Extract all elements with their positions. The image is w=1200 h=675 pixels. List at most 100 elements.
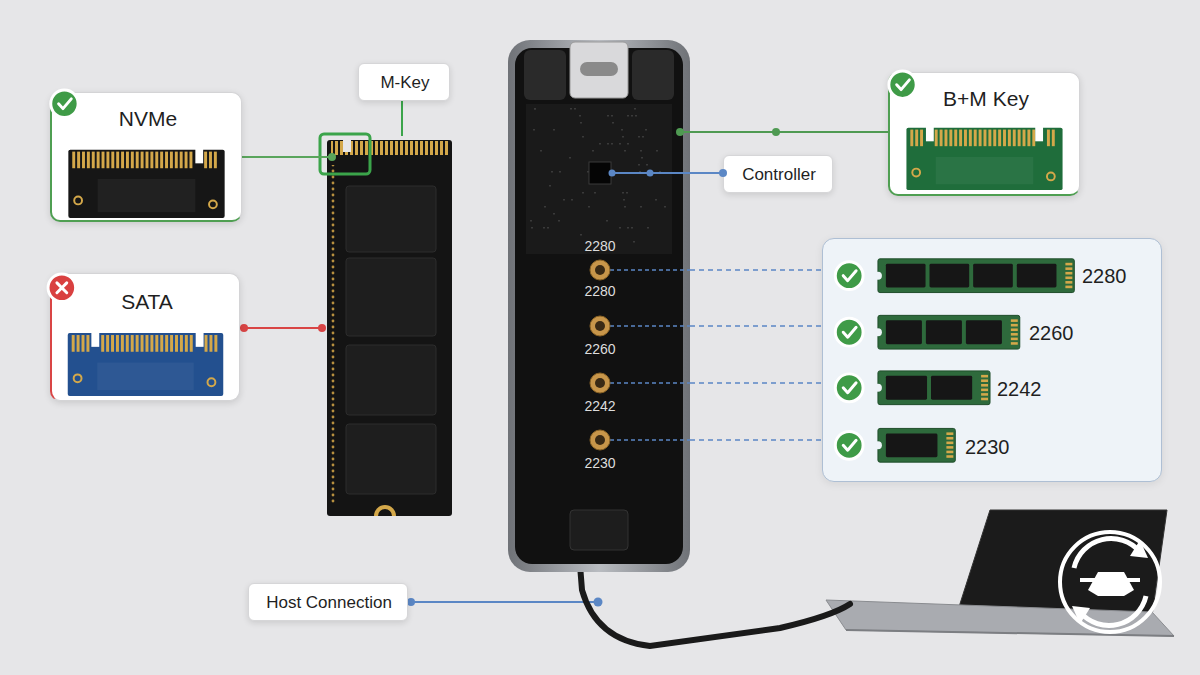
gold-fingers-part [959, 130, 962, 147]
ssd-thumbnail-part [886, 376, 927, 400]
gold-fingers-part [170, 152, 173, 169]
standoff [590, 260, 610, 280]
smd-part [619, 143, 621, 145]
leader-line [240, 327, 322, 329]
leader-dot [594, 598, 603, 607]
smd-part [646, 164, 648, 166]
gold-fingers-part [189, 152, 192, 169]
gold-fingers-part [165, 152, 168, 169]
gold-fingers-part [102, 152, 105, 169]
standoff-hole [595, 321, 605, 331]
connector [690, 382, 822, 384]
smd-part [551, 171, 553, 173]
smd-part [594, 192, 596, 194]
leader-line [408, 601, 598, 603]
ssd-thumbnail-part [946, 442, 953, 445]
smd-part [553, 213, 555, 215]
gold-fingers-part [116, 335, 119, 352]
callout-box: Controller [723, 155, 833, 193]
key-notch [343, 139, 351, 152]
gold-fingers-part [964, 130, 967, 147]
check-badge [51, 90, 78, 117]
smd-part [631, 227, 633, 229]
gold-fingers-part [1032, 130, 1035, 147]
ssd-board-part [68, 333, 224, 396]
ssd-thumbnail-part [886, 320, 922, 344]
gold-fingers-part [204, 152, 207, 169]
leader-dot [609, 170, 616, 177]
gold-fingers-part [993, 130, 996, 147]
connector-dot [772, 128, 780, 136]
smd-part [543, 227, 545, 229]
ssd-thumbnail [874, 428, 955, 462]
gold-fingers-part [1018, 130, 1021, 147]
size-marking: 2280 [570, 283, 630, 299]
ssd-board [327, 140, 452, 516]
check-badge-part [835, 431, 863, 459]
ssd-thumbnail-part [878, 315, 1020, 349]
leader-line [610, 269, 690, 271]
ssd-board-part [906, 128, 1062, 190]
ssd-thumbnail-part [1065, 272, 1072, 275]
ssd-thumbnail-part [946, 437, 953, 440]
ssd-thumbnail-part [1065, 263, 1072, 266]
ssd-thumbnail-part [886, 433, 938, 457]
nand-chip [346, 186, 436, 252]
gold-fingers-part [205, 335, 208, 352]
latch-block [524, 50, 566, 100]
gold-fingers-part [116, 152, 119, 169]
smd-part [530, 220, 532, 222]
bm-key-card: B+M Key [888, 72, 1080, 196]
gold-fingers-part [126, 152, 129, 169]
gold-fingers-part [106, 335, 109, 352]
smd-part [534, 108, 536, 110]
smd-part [540, 150, 542, 152]
smd-part [547, 227, 549, 229]
card-title: SATA [52, 290, 242, 314]
gold-fingers-part [910, 130, 913, 147]
smd-part [531, 227, 533, 229]
standoff-hole [595, 435, 605, 445]
gold-fingers-part [86, 335, 89, 352]
ssd-board-part [1047, 173, 1055, 181]
smd-part [582, 192, 584, 194]
callout-box: Host Connection [248, 583, 408, 621]
pcb-area [526, 104, 672, 254]
check-badge-part [51, 90, 78, 117]
smd-part [611, 115, 613, 117]
standoff [590, 430, 610, 450]
gold-fingers-part [141, 335, 144, 352]
watermark-arrow [1080, 596, 1146, 625]
gold-fingers-part [944, 130, 947, 147]
smd-part [647, 227, 649, 229]
ssd-thumbnail-part [874, 384, 882, 392]
gold-fingers-part [984, 130, 987, 147]
nvme-card: NVMe [50, 92, 242, 222]
usb-c-plug [570, 42, 628, 98]
smd-part [563, 199, 565, 201]
smd-part [559, 171, 561, 173]
check-badge-part [835, 262, 863, 290]
watermark-arrowhead [1072, 606, 1090, 624]
gold-fingers-part [111, 335, 114, 352]
leader-dot [318, 324, 326, 332]
ssd-thumbnail-part [1011, 328, 1018, 331]
smd-part [619, 227, 621, 229]
gold-fingers-part [935, 130, 938, 147]
size-marking: 2260 [570, 341, 630, 357]
gold-fingers-part [1013, 130, 1016, 147]
ssd-board-part [74, 197, 82, 205]
smd-part [606, 220, 608, 222]
nand-chip [346, 424, 436, 494]
ssd-thumbnail [874, 371, 990, 405]
watermark-arrowhead [1130, 540, 1148, 558]
gold-fingers-part [87, 152, 90, 169]
ssd-thumbnail [874, 259, 1074, 293]
ssd-board-part [196, 332, 204, 347]
ssd-thumbnail-part [930, 264, 970, 288]
usb-cable [580, 565, 850, 646]
smd-part [533, 129, 535, 131]
ssd-thumbnail-part [1011, 333, 1018, 336]
check-badge-part [843, 440, 856, 450]
ssd-board-part [912, 169, 920, 177]
